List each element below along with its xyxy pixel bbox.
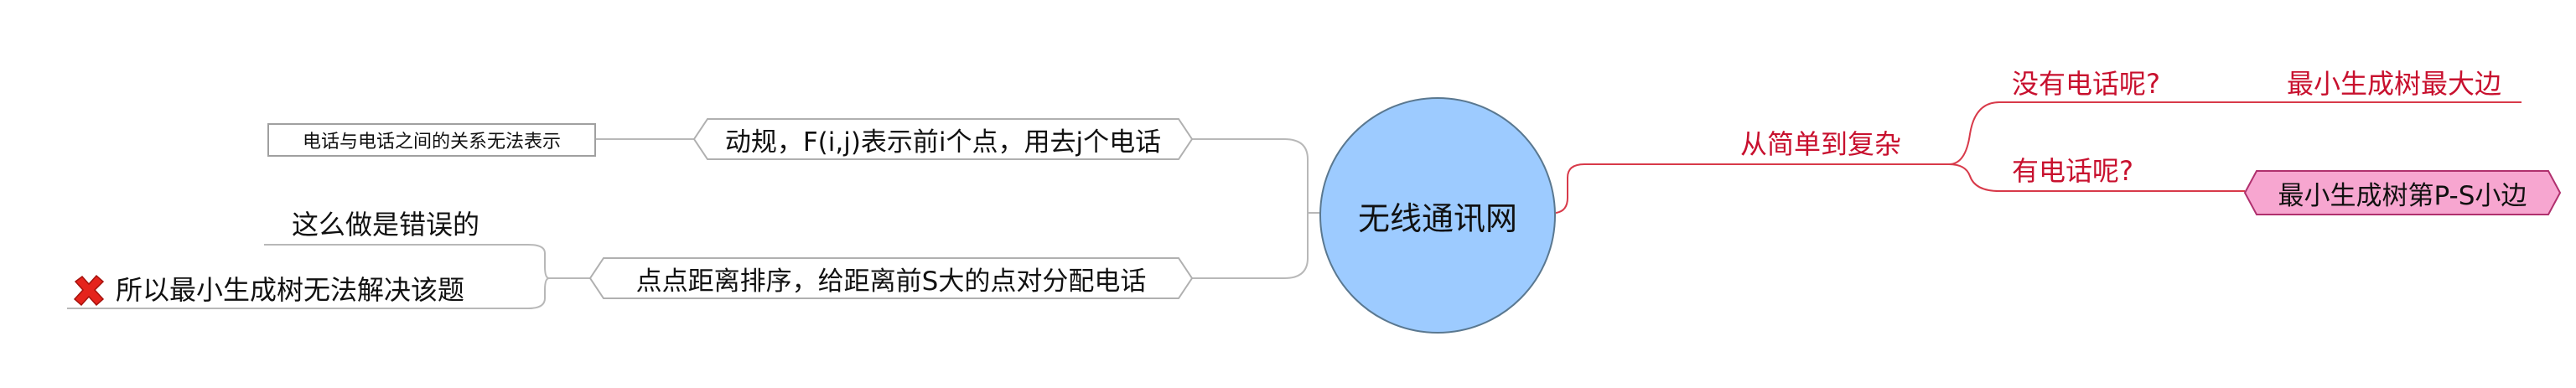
- cross-mark-icon: [73, 274, 105, 307]
- hex-min-tree-ps: [2243, 170, 2562, 215]
- node-dp-method-label: 动规，F(i,j)表示前i个点，用去j个电话: [724, 127, 1162, 158]
- edge-to-no-phone: [1926, 101, 2200, 165]
- center-node[interactable]: 无线通讯网: [1319, 97, 1556, 334]
- node-dp-limitation-label: 电话与电话之间的关系无法表示: [302, 132, 561, 153]
- branch-simple-to-complex[interactable]: 从简单到复杂: [1740, 128, 1902, 160]
- edge-center-to-simple-complex: [1555, 163, 1926, 214]
- node-min-tree-ps-edge[interactable]: 最小生成树第P-S小边: [2255, 171, 2550, 215]
- node-sort-method[interactable]: 点点距离排序，给距离前S大的点对分配电话: [597, 258, 1185, 298]
- edge-method2-to-note2: [67, 277, 550, 309]
- node-sort-method-label: 点点距离排序，给距离前S大的点对分配电话: [635, 266, 1147, 297]
- center-node-label: 无线通讯网: [1357, 199, 1517, 237]
- node-no-phone[interactable]: 没有电话呢?: [2012, 68, 2160, 100]
- hex-method2: [588, 257, 1194, 299]
- hex-method1: [692, 118, 1194, 160]
- node-wrong-approach[interactable]: 这么做是错误的: [292, 209, 480, 241]
- node-dp-limitation[interactable]: 电话与电话之间的关系无法表示: [270, 126, 593, 154]
- node-min-tree-max-edge[interactable]: 最小生成树最大边: [2287, 68, 2502, 100]
- node-has-phone[interactable]: 有电话呢?: [2012, 155, 2133, 187]
- node-mst-cannot-solve[interactable]: 所以最小生成树无法解决该题: [70, 274, 465, 307]
- box-method1-note: [267, 123, 596, 157]
- node-dp-method[interactable]: 动规，F(i,j)表示前i个点，用去j个电话: [701, 119, 1185, 159]
- edge-to-method1: [1192, 138, 1309, 213]
- node-min-tree-ps-edge-label: 最小生成树第P-S小边: [2278, 180, 2527, 211]
- edge-to-has-phone: [1948, 163, 2230, 192]
- edge-to-method2: [1192, 213, 1309, 279]
- edge-method2-to-notes: [264, 244, 592, 279]
- node-mst-cannot-solve-label: 所以最小生成树无法解决该题: [116, 274, 465, 306]
